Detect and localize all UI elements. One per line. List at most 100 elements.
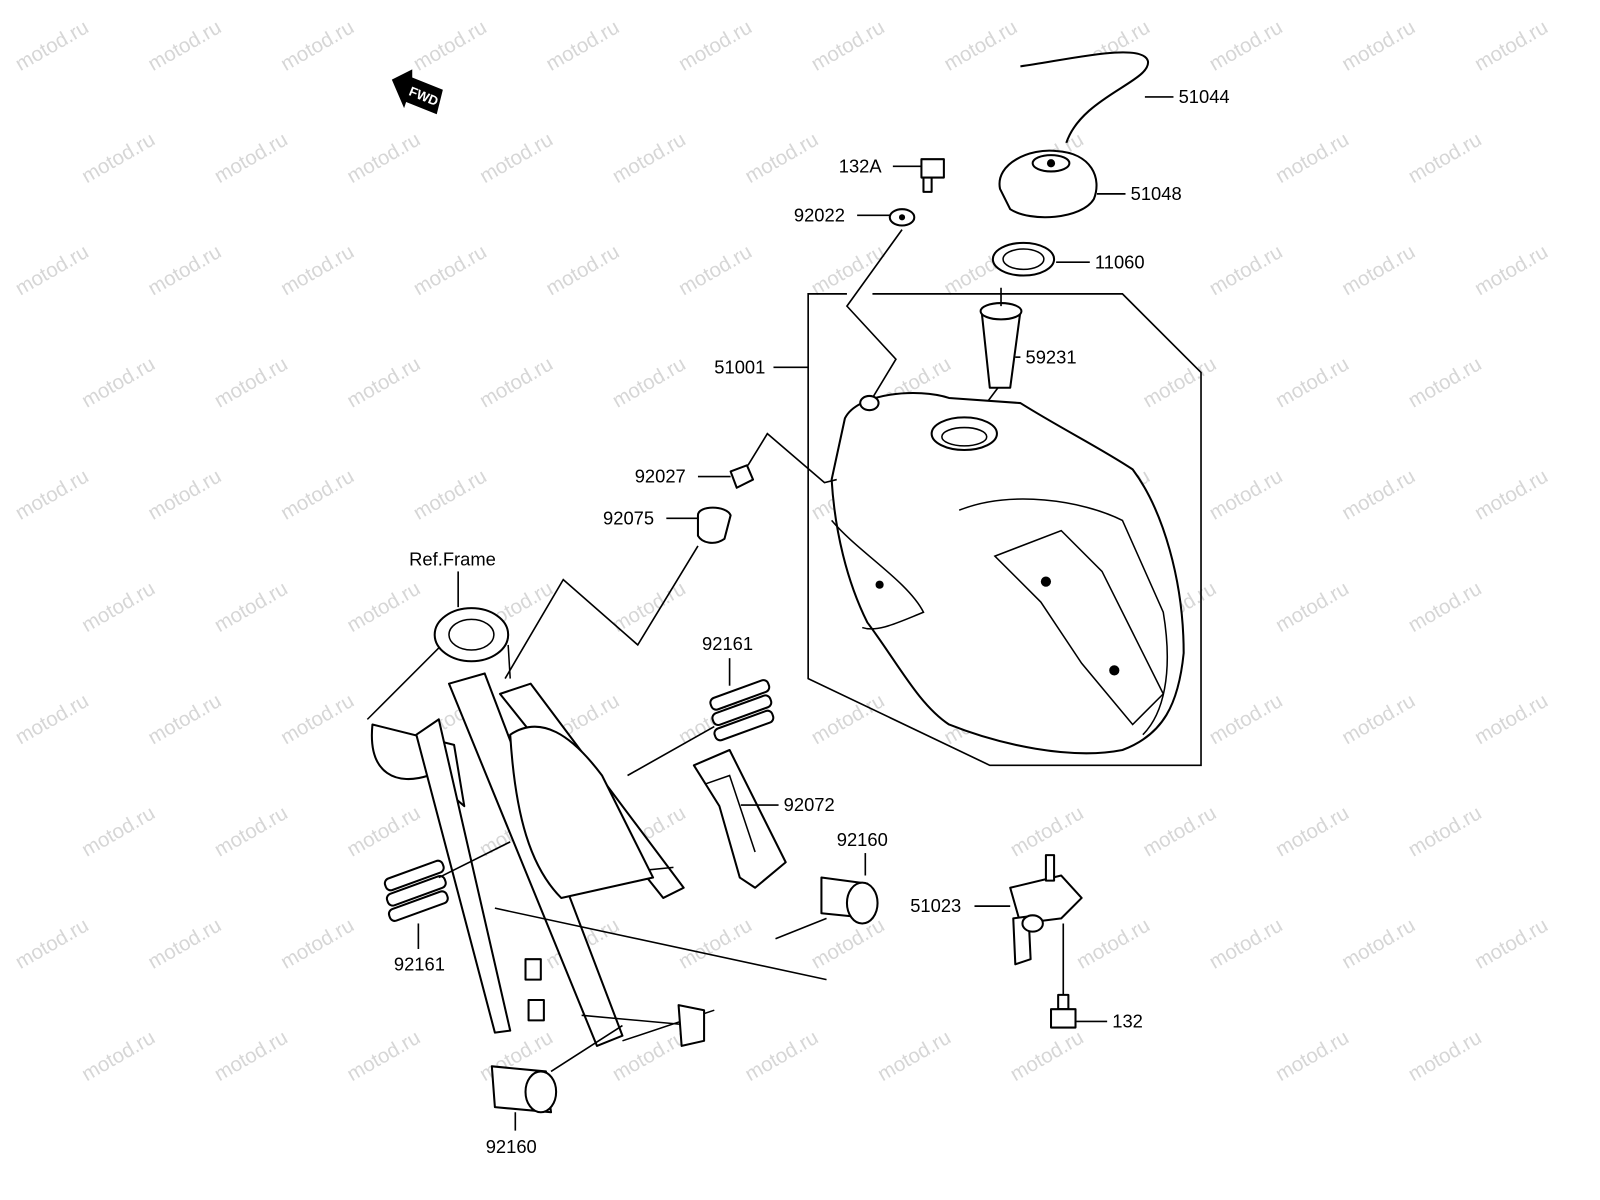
watermark-text: motod.ru [277,465,358,524]
watermark-text: motod.ru [344,802,425,861]
label-51044[interactable]: 51044 [1179,86,1230,107]
watermark-text: motod.ru [1073,914,1154,973]
watermark-text: motod.ru [675,241,756,300]
watermark-text: motod.ru [675,914,756,973]
watermark-text: motod.ru [277,914,358,973]
watermark-text: motod.ru [1206,465,1287,524]
label-51023[interactable]: 51023 [910,895,961,916]
fuel-cap [998,149,1098,219]
watermark-text: motod.ru [1272,802,1353,861]
watermark-text: motod.ru [1471,465,1552,524]
watermark-text: motod.ru [1405,802,1486,861]
label-11060[interactable]: 11060 [1095,251,1145,272]
rubber-pad-92161-top [709,679,775,742]
label-ref-frame[interactable]: Ref.Frame [409,548,496,569]
label-92075[interactable]: 92075 [603,507,654,528]
watermark-text: motod.ru [410,16,491,75]
watermark-text: motod.ru [1338,465,1419,524]
label-132[interactable]: 132 [1112,1011,1143,1032]
watermark-text: motod.ru [1471,914,1552,973]
watermark-text: motod.ru [211,1027,292,1086]
watermark-text: motod.ru [1007,802,1088,861]
watermark-text: motod.ru [145,690,226,749]
frame [366,607,827,1047]
watermark-text: motod.ru [808,914,889,973]
watermark-text: motod.ru [940,16,1021,75]
rubber-damper-92160-right [820,876,879,925]
watermark-text: motod.ru [543,16,624,75]
label-92161-top[interactable]: 92161 [702,633,753,654]
bolt-132a [920,158,945,179]
watermark-text: motod.ru [1206,914,1287,973]
watermark-text: motod.ru [12,16,93,75]
watermark-text: motod.ru [1272,1027,1353,1086]
label-92072[interactable]: 92072 [784,794,835,815]
watermark-text: motod.ru [12,241,93,300]
watermark-text: motod.ru [277,241,358,300]
damper-92075 [696,506,732,544]
watermark-text: motod.ru [609,353,690,412]
watermark-text: motod.ru [410,465,491,524]
label-59231[interactable]: 59231 [1026,346,1077,367]
label-92160-bottom[interactable]: 92160 [486,1136,537,1157]
watermark-text: motod.ru [344,353,425,412]
watermark-text: motod.ru [1405,129,1486,188]
watermark-text: motod.ru [277,690,358,749]
watermark-text: motod.ru [211,129,292,188]
watermark-text: motod.ru [1007,1027,1088,1086]
watermark-text: motod.ru [1272,353,1353,412]
label-51048[interactable]: 51048 [1131,183,1182,204]
watermark-text: motod.ru [12,690,93,749]
watermark-text: motod.ru [211,578,292,637]
watermark-text: motod.ru [1471,241,1552,300]
watermark-text: motod.ru [1206,241,1287,300]
fwd-arrow-icon: FWD [391,69,443,115]
strap-92072 [692,748,787,889]
watermark-text: motod.ru [12,914,93,973]
watermark-layer: motod.ru motod.ru motod.ru motod.ru motod.ru… [12,16,1552,1085]
watermark-text: motod.ru [145,914,226,973]
watermark-text: motod.ru [808,690,889,749]
label-51001[interactable]: 51001 [714,356,765,377]
watermark-text: motod.ru [1338,690,1419,749]
label-92027[interactable]: 92027 [635,466,686,487]
breather-tube [1020,51,1149,144]
watermark-text: motod.ru [874,1027,955,1086]
label-132a[interactable]: 132A [839,155,883,176]
watermark-text: motod.ru [12,465,93,524]
watermark-text: motod.ru [1338,914,1419,973]
watermark-text: motod.ru [1139,802,1220,861]
watermark-text: motod.ru [78,353,159,412]
collar-92027 [729,464,755,489]
watermark-text: motod.ru [145,16,226,75]
watermark-text: motod.ru [1405,1027,1486,1086]
label-92161-left[interactable]: 92161 [394,953,445,974]
fuel-tank [830,392,1185,755]
watermark-text: motod.ru [1272,578,1353,637]
watermark-text: motod.ru [1471,16,1552,75]
watermark-text: motod.ru [1206,16,1287,75]
watermark-text: motod.ru [808,241,889,300]
watermark-text: motod.ru [410,241,491,300]
watermark-text: motod.ru [1272,129,1353,188]
watermark-text: motod.ru [1405,578,1486,637]
rubber-damper-92160-bottom [490,1065,558,1114]
watermark-text: motod.ru [344,129,425,188]
watermark-text: motod.ru [742,1027,823,1086]
watermark-text: motod.ru [145,465,226,524]
filter-59231 [980,310,1022,389]
watermark-text: motod.ru [344,578,425,637]
bolt-132 [1050,993,1077,1029]
watermark-text: motod.ru [476,353,557,412]
watermark-text: motod.ru [277,16,358,75]
watermark-text: motod.ru [1139,353,1220,412]
watermark-text: motod.ru [145,241,226,300]
watermark-text: motod.ru [742,129,823,188]
gasket-11060 [991,241,1056,277]
label-92160-right[interactable]: 92160 [837,829,888,850]
label-92022[interactable]: 92022 [794,204,845,225]
watermark-text: motod.ru [1206,690,1287,749]
watermark-text: motod.ru [344,1027,425,1086]
